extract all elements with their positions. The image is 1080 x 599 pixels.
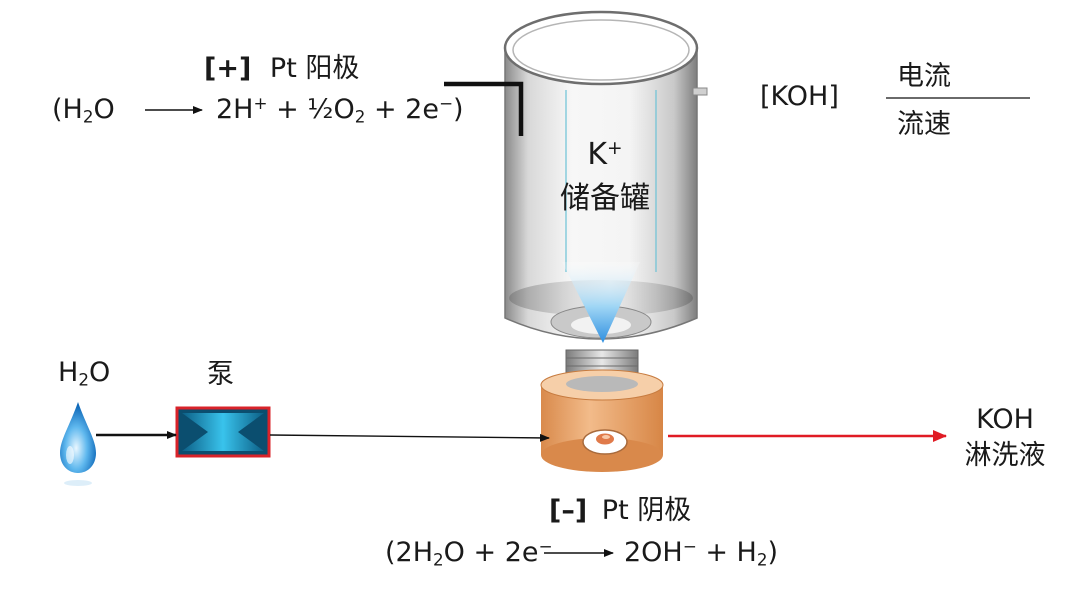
koh-concentration-label: [KOH] bbox=[760, 81, 839, 112]
outlet-koh-label: KOH bbox=[976, 404, 1034, 435]
anode-equation-right: 2H+ + ½O2 + 2e−) bbox=[216, 92, 464, 127]
anode-equation-left: (H2O bbox=[52, 94, 115, 127]
cathode-equation-left: (2H2O + 2e− bbox=[385, 535, 553, 570]
anode-label: Pt 阳极 bbox=[269, 53, 360, 84]
anode-tag: [+] bbox=[204, 53, 252, 84]
cathode-tag: [–] bbox=[549, 495, 588, 526]
ratio-numerator: 电流 bbox=[897, 61, 951, 92]
pump-label: 泵 bbox=[207, 359, 234, 390]
outlet-eluent-label: 淋洗液 bbox=[964, 440, 1046, 471]
anode-wire bbox=[444, 81, 524, 136]
tank-ion: K+ bbox=[587, 137, 623, 172]
anode-title: [+] Pt 阳极 bbox=[204, 54, 359, 84]
water-label: H2O bbox=[58, 357, 111, 390]
electrolysis-cell bbox=[540, 369, 664, 472]
ratio-denominator: 流速 bbox=[897, 109, 951, 140]
cathode-title: [–] Pt 阴极 bbox=[549, 496, 691, 526]
pump-to-cell-arrow bbox=[269, 433, 550, 442]
reservoir-tank bbox=[503, 10, 708, 343]
cathode-equation-right: 2OH− + H2) bbox=[624, 535, 779, 570]
cathode-label: Pt 阴极 bbox=[601, 495, 692, 526]
water-drop-icon bbox=[60, 402, 96, 486]
pump-icon bbox=[175, 406, 271, 458]
tank-label: 储备罐 bbox=[560, 181, 650, 216]
